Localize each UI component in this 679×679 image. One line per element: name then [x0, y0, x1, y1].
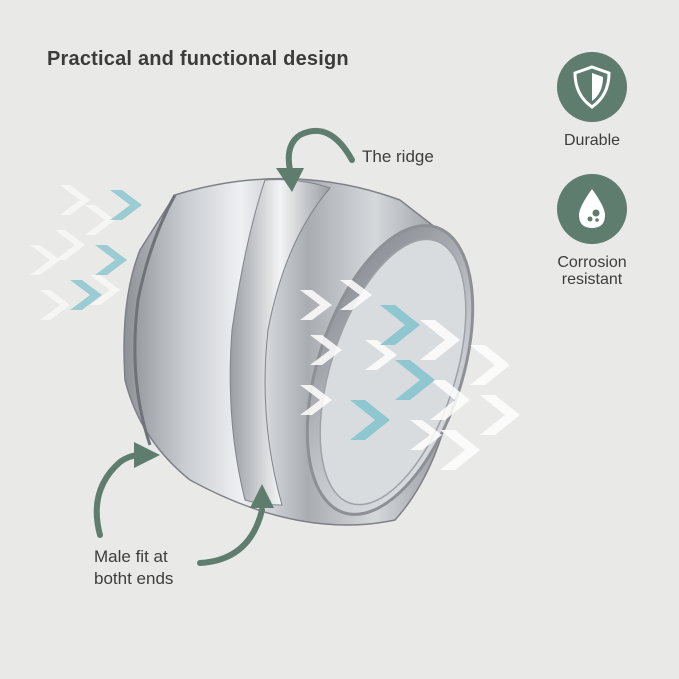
airflow-arrows-right	[300, 280, 520, 470]
duct-connector	[123, 177, 475, 526]
feature-durable-badge	[557, 52, 627, 122]
feature-corrosion-badge	[557, 174, 627, 244]
airflow-arrows-left	[30, 185, 142, 320]
feature-corrosion-label: Corrosion resistant	[545, 254, 639, 288]
feature-durable: Durable	[545, 52, 639, 149]
male-fit-right-arrow-icon	[197, 484, 274, 566]
page-title: Practical and functional design	[47, 48, 349, 70]
feature-corrosion-label-line1: Corrosion	[557, 254, 627, 271]
male-fit-label-line1: Male fit at	[94, 547, 168, 566]
shield-icon	[573, 65, 611, 109]
feature-corrosion-resistant: Corrosion resistant	[545, 174, 639, 288]
ridge-label: The ridge	[362, 147, 434, 166]
ridge-arrow-icon	[276, 128, 355, 192]
male-fit-label-line2: botht ends	[94, 569, 174, 588]
male-fit-label: Male fit at botht ends	[94, 546, 173, 590]
feature-durable-label: Durable	[563, 132, 621, 149]
water-drop-icon	[579, 189, 605, 228]
feature-corrosion-label-line2: resistant	[561, 271, 623, 288]
male-fit-left-arrow-icon	[93, 442, 160, 538]
